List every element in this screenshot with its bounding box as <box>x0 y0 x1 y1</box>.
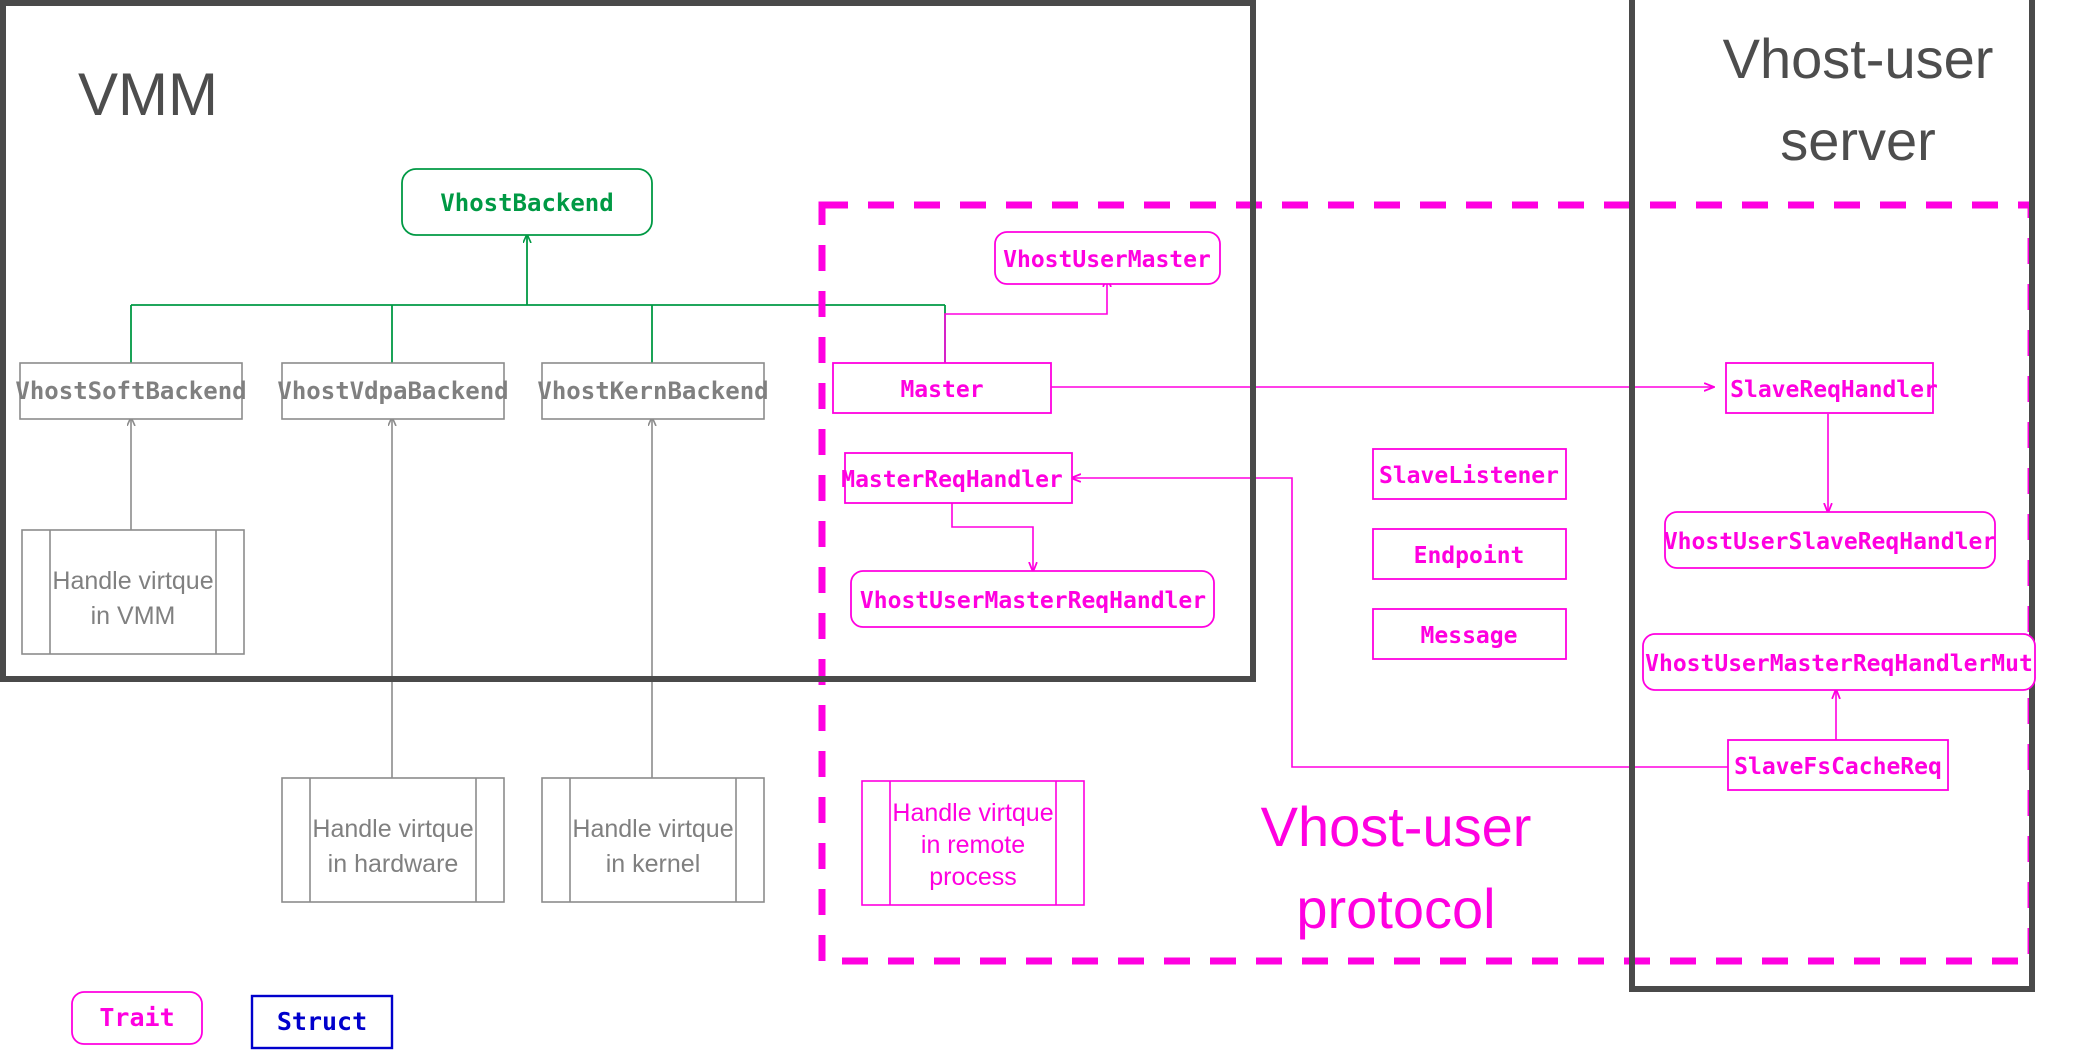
label-endpoint: Endpoint <box>1414 543 1525 569</box>
gray-process-connectors <box>131 418 652 778</box>
box-vhostbackend[interactable] <box>401 168 653 236</box>
process-box-vmm <box>21 529 245 655</box>
label-vhostkernbackend: VhostKernBackend <box>537 377 768 405</box>
label-process-remote-line2: in remote <box>921 831 1025 859</box>
label-process-vmm-line1: Handle virtque <box>52 567 213 595</box>
label-slavefscachereq: SlaveFsCacheReq <box>1734 754 1942 780</box>
legend-struct-box[interactable] <box>250 994 394 1050</box>
label-process-remote-line1: Handle virtque <box>892 799 1053 827</box>
label-message: Message <box>1421 623 1518 649</box>
vmm-panel-title: VMM <box>78 61 218 128</box>
box-message[interactable] <box>1372 608 1567 660</box>
label-process-kernel-line2: in kernel <box>606 850 701 878</box>
label-process-hardware-line2: in hardware <box>328 850 459 878</box>
box-vhostkernbackend[interactable] <box>541 362 765 420</box>
label-vhostuserslavereqhandler: VhostUserSlaveReqHandler <box>1664 529 1996 555</box>
server-panel-title-line1: Vhost-user <box>1723 27 1994 90</box>
box-slavereqhandler[interactable] <box>1725 362 1934 414</box>
box-vhostusermasterreqhandlermut[interactable] <box>1642 633 2036 691</box>
label-slavelistener: SlaveListener <box>1379 463 1559 489</box>
box-master[interactable] <box>832 362 1052 414</box>
box-endpoint[interactable] <box>1372 528 1567 580</box>
process-box-kernel <box>541 777 765 903</box>
box-masterreqhandler[interactable] <box>844 452 1073 504</box>
legend-trait-label: Trait <box>99 1003 174 1032</box>
box-vhostusermaster[interactable] <box>994 231 1221 285</box>
label-master: Master <box>900 377 983 403</box>
process-box-hardware <box>281 777 505 903</box>
label-vhostbackend: VhostBackend <box>440 189 613 217</box>
legend-struct-label: Struct <box>277 1007 367 1036</box>
label-vhostsoftbackend: VhostSoftBackend <box>15 377 246 405</box>
label-process-vmm-line2: in VMM <box>91 602 176 630</box>
protocol-title-line1: Vhost-user <box>1261 795 1532 858</box>
box-slavefscachereq[interactable] <box>1727 739 1949 791</box>
protocol-title-line2: protocol <box>1296 877 1495 940</box>
server-panel-border <box>1629 0 2035 992</box>
label-process-remote-line3: process <box>929 863 1017 891</box>
label-process-kernel-line1: Handle virtque <box>572 815 733 843</box>
label-slavereqhandler: SlaveReqHandler <box>1730 377 1938 403</box>
label-vhostusermasterreqhandler: VhostUserMasterReqHandler <box>860 588 1206 614</box>
box-slavelistener[interactable] <box>1372 448 1567 500</box>
box-vhostuserslavereqhandler[interactable] <box>1664 511 1996 569</box>
box-vhostvdpabackend[interactable] <box>281 362 505 420</box>
label-vhostvdpabackend: VhostVdpaBackend <box>277 377 508 405</box>
server-panel-title-line2: server <box>1780 109 1936 172</box>
label-masterreqhandler: MasterReqHandler <box>841 467 1063 493</box>
vmm-panel-border <box>0 0 1256 682</box>
label-vhostusermasterreqhandlermut: VhostUserMasterReqHandlerMut <box>1645 651 2033 677</box>
box-vhostusermasterreqhandler[interactable] <box>850 570 1215 628</box>
process-box-remote <box>861 780 1085 906</box>
box-vhostsoftbackend[interactable] <box>19 362 243 420</box>
label-process-hardware-line1: Handle virtque <box>312 815 473 843</box>
label-vhostusermaster: VhostUserMaster <box>1003 247 1211 273</box>
legend-trait-box[interactable] <box>71 991 203 1045</box>
